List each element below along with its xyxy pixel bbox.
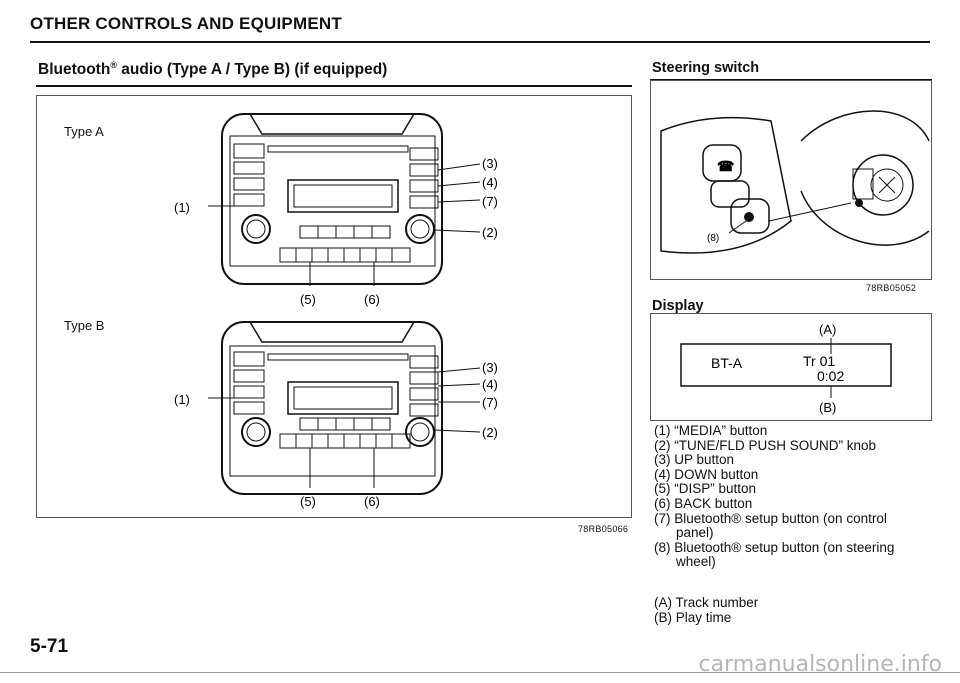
steering-wheel-diagram: ☎ (8) xyxy=(660,110,930,254)
section-title-rest: audio (Type A / Type B) (if equipped) xyxy=(116,61,388,79)
phone-icon: ☎ xyxy=(717,158,734,174)
display-source-text: BT-A xyxy=(711,355,743,371)
legend-item-3: (3) UP button xyxy=(654,452,735,468)
callout-3-b: (3) xyxy=(482,360,498,375)
legend-item-5: (5) “DISP” button xyxy=(654,481,757,497)
legend-item-8: (8) Bluetooth® setup button (on steering xyxy=(654,539,895,555)
legend-item-2: (2) “TUNE/FLD PUSH SOUND” knob xyxy=(654,437,877,453)
callout-2: (2) xyxy=(482,225,498,240)
callout-1-b: (1) xyxy=(174,392,190,407)
steering-switch-title: Steering switch xyxy=(652,60,760,76)
legend-item-8-cont: wheel) xyxy=(676,554,716,570)
page-header-title: OTHER CONTROLS AND EQUIPMENT xyxy=(30,14,342,33)
display-illustration-panel xyxy=(650,313,932,421)
callout-7: (7) xyxy=(482,194,498,209)
bluetooth-button-dot xyxy=(744,212,754,222)
callout-7-b: (7) xyxy=(482,395,498,410)
radio-type-b-diagram: (1) (3) (4) (7) (2) (5) (6) xyxy=(174,321,498,509)
callout-6-b: (6) xyxy=(364,494,380,509)
section-divider xyxy=(36,85,632,87)
display-label-b: (B) xyxy=(819,400,836,415)
watermark: carmanualsonline.info xyxy=(698,652,942,677)
callout-6: (6) xyxy=(364,292,380,307)
radio-illustration-panel xyxy=(36,95,632,518)
callout-4-b: (4) xyxy=(482,377,498,392)
legend-list: (1) “MEDIA” button (2) “TUNE/FLD PUSH SO… xyxy=(654,423,934,570)
figure-code-steer: 78RB05052 xyxy=(866,283,917,293)
display-label-a: (A) xyxy=(819,322,836,337)
legend-item-1: (1) “MEDIA” button xyxy=(654,423,768,438)
callout-5: (5) xyxy=(300,292,316,307)
figure-code-left: 78RB05066 xyxy=(578,524,629,534)
bottom-divider xyxy=(0,672,960,673)
legend-item-4: (4) DOWN button xyxy=(654,466,759,482)
callout-2-b: (2) xyxy=(482,425,498,440)
steering-illustration-panel xyxy=(650,80,932,280)
callout-8: (8) xyxy=(707,233,719,244)
section-title-main: Bluetooth xyxy=(38,61,111,79)
page-number: 5-71 xyxy=(30,636,69,657)
callout-5-b: (5) xyxy=(300,494,316,509)
display-time-text: 0:02 xyxy=(817,368,844,384)
radio-type-a-diagram: (1) (3) (4) (7) (2) (5) (6) xyxy=(174,113,498,307)
type-b-label: Type B xyxy=(64,318,105,333)
callout-3: (3) xyxy=(482,156,498,171)
callout-4: (4) xyxy=(482,175,498,190)
legend-item-7-cont: panel) xyxy=(676,525,714,541)
display-diagram: (A) (B) BT-A Tr 01 0:02 xyxy=(680,322,892,415)
legend-item-a: (A) Track number xyxy=(654,595,759,610)
legend-item-7: (7) Bluetooth® setup button (on control xyxy=(654,510,887,526)
legend-item-b: (B) Play time xyxy=(654,610,732,625)
steering-title-underline xyxy=(650,79,932,80)
type-a-label: Type A xyxy=(64,124,104,139)
display-track-text: Tr 01 xyxy=(803,353,835,369)
section-title: Bluetooth® audio (Type A / Type B) (if e… xyxy=(38,60,387,79)
legend-display-list: (A) Track number (B) Play time xyxy=(654,595,758,625)
header-divider xyxy=(30,41,930,43)
section-title-registered: ® xyxy=(110,60,117,70)
display-title: Display xyxy=(652,298,704,314)
callout-1: (1) xyxy=(174,200,190,215)
legend-item-6: (6) BACK button xyxy=(654,495,753,511)
